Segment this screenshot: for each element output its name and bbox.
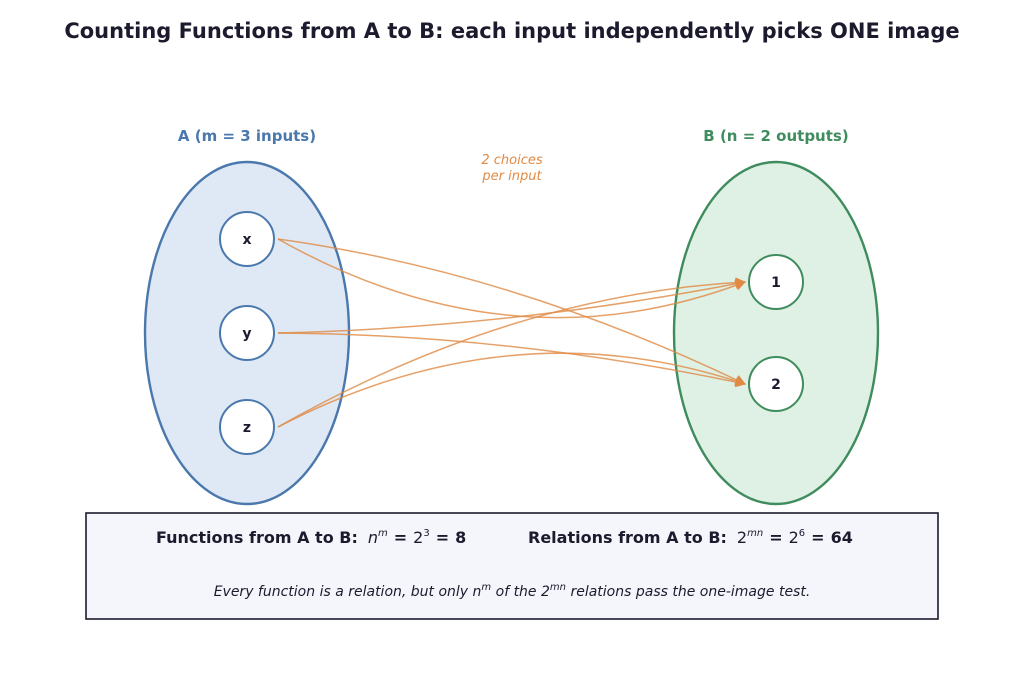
set-a-node-label-y: y	[242, 326, 251, 342]
set-b-ellipse	[672, 160, 880, 506]
arrow-x-to-2	[277, 238, 746, 385]
set-a-node-y	[219, 305, 275, 361]
set-b-label: B (n = 2 outputs)	[703, 127, 848, 145]
page-title: Counting Functions from A to B: each inp…	[64, 19, 959, 43]
arrow-y-to-1	[277, 278, 747, 334]
relations-count-formula: Relations from A to B:2mn=26=64	[528, 528, 853, 547]
set-a-node-label-z: z	[243, 420, 251, 436]
summary-box	[85, 512, 939, 620]
set-b-node-label-2: 2	[771, 377, 781, 393]
set-a-node-label-x: x	[242, 232, 251, 248]
arrow-y-to-2	[277, 332, 747, 388]
set-b-node-label-1: 1	[771, 275, 781, 291]
functions-count-formula: Functions from A to B:nm=23=8	[156, 528, 466, 547]
choice-note-line-1: 2 choices	[481, 153, 543, 168]
set-a-node-z	[219, 399, 275, 455]
arrow-x-to-1	[277, 238, 746, 319]
arrow-z-to-1	[277, 277, 747, 428]
choice-note-line-2: per input	[481, 169, 542, 184]
element-nodes: x y z 1 2	[219, 211, 804, 455]
set-b-node-1	[748, 254, 804, 310]
set-a-label: A (m = 3 inputs)	[178, 127, 316, 145]
mapping-arrows	[277, 238, 747, 428]
arrow-z-to-2	[277, 352, 746, 428]
set-a-node-x	[219, 211, 275, 267]
set-b-node-2	[748, 356, 804, 412]
summary-note: Every function is a relation, but only n…	[214, 582, 811, 600]
